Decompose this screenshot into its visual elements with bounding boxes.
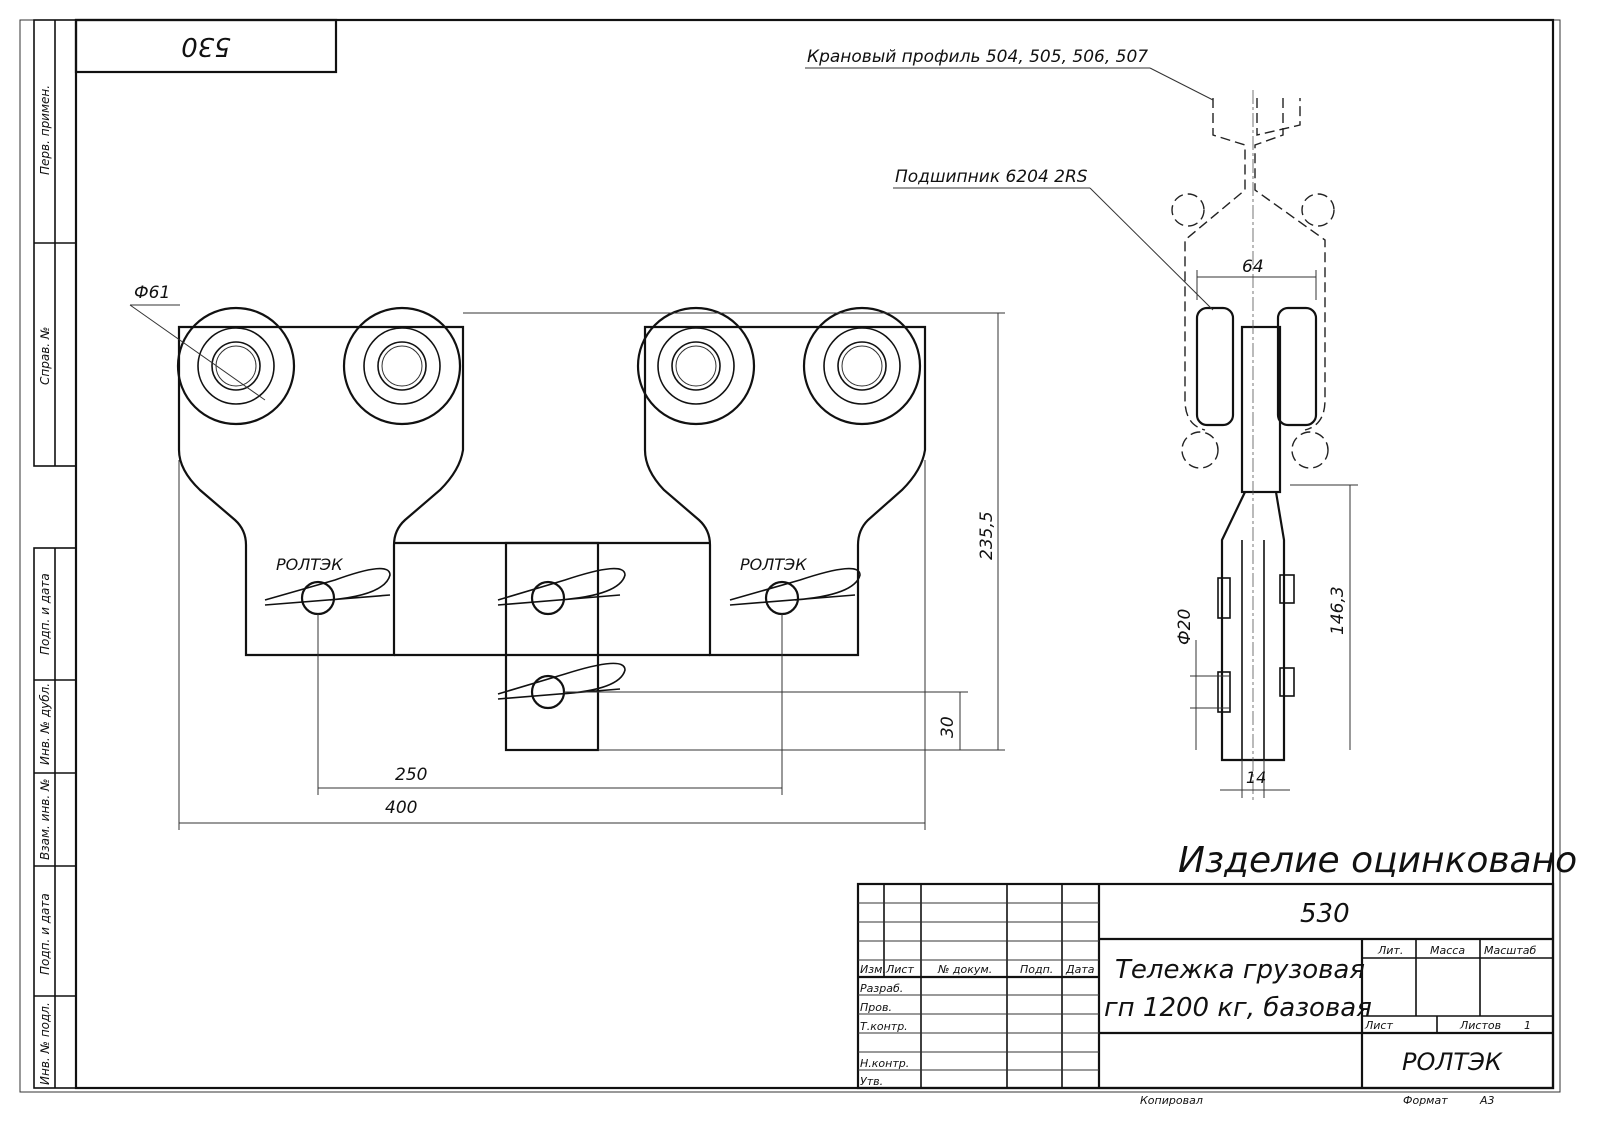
format-value: А3 bbox=[1479, 1094, 1495, 1107]
sheets-value: 1 bbox=[1524, 1019, 1531, 1032]
dim-pin-diameter: Ф20 bbox=[1175, 609, 1195, 645]
inverted-number-box bbox=[74, 18, 338, 74]
brand-mark: РОЛТЭК bbox=[276, 555, 343, 574]
col-header: Дата bbox=[1065, 963, 1095, 976]
side-label: Справ. № bbox=[38, 327, 52, 385]
callout-crane-profile: Крановый профиль 504, 505, 506, 507 bbox=[807, 47, 1148, 67]
wheel bbox=[342, 306, 462, 426]
title-line-1: Тележка грузовая bbox=[1115, 955, 1365, 985]
side-strip: Перв. примен. Справ. № Подп. и дата Инв.… bbox=[33, 19, 77, 1089]
side-view: 64 146,3 Ф20 14 Крановый профиль 504, 50… bbox=[805, 47, 1358, 800]
inverted-drawing-number: 530 bbox=[181, 31, 231, 61]
title-line-2: гп 1200 кг, базовая bbox=[1104, 993, 1372, 1023]
lit-label: Лит. bbox=[1377, 944, 1403, 957]
role-label: Разраб. bbox=[860, 982, 903, 995]
side-label: Инв. № дубл. bbox=[38, 683, 52, 765]
dim-pin-spacing: 250 bbox=[395, 765, 427, 785]
side-label: Подп. и дата bbox=[38, 893, 52, 975]
pin bbox=[497, 662, 626, 710]
role-label: Т.контр. bbox=[860, 1020, 908, 1033]
pin bbox=[729, 567, 861, 616]
wheel bbox=[636, 306, 756, 426]
dim-wheel-diameter: Ф61 bbox=[134, 283, 170, 303]
role-label: Утв. bbox=[860, 1075, 883, 1088]
wheel bbox=[802, 306, 922, 426]
sheet-label: Лист bbox=[1364, 1019, 1393, 1032]
copied-label: Копировал bbox=[1140, 1094, 1203, 1107]
role-label: Пров. bbox=[860, 1001, 892, 1014]
company-name: РОЛТЭК bbox=[1402, 1048, 1503, 1076]
callout-bearing: Подшипник 6204 2RS bbox=[895, 167, 1088, 187]
mass-label: Масса bbox=[1430, 944, 1465, 957]
title-block: 530 Тележка грузовая гп 1200 кг, базовая… bbox=[856, 882, 1555, 1090]
dim-wheel-track: 64 bbox=[1242, 257, 1264, 277]
dim-fork-height: 146,3 bbox=[1328, 586, 1348, 635]
title-drawing-number: 530 bbox=[1300, 899, 1350, 929]
scale-label: Масштаб bbox=[1484, 944, 1536, 957]
brand-mark: РОЛТЭК bbox=[740, 555, 807, 574]
col-header: Лист bbox=[885, 963, 914, 976]
wheel bbox=[176, 306, 296, 426]
surface-note: Изделие оцинковано bbox=[1178, 840, 1577, 881]
format-label: Формат bbox=[1403, 1094, 1448, 1107]
side-label: Подп. и дата bbox=[38, 573, 52, 655]
sheets-label: Листов bbox=[1459, 1019, 1501, 1032]
pin bbox=[497, 567, 626, 616]
pin bbox=[264, 567, 391, 616]
side-label: Перв. примен. bbox=[38, 85, 52, 175]
dim-plate-thickness: 14 bbox=[1246, 768, 1266, 787]
dim-overall-length: 400 bbox=[385, 798, 417, 818]
role-label: Н.контр. bbox=[860, 1057, 909, 1070]
dim-pin-offset: 30 bbox=[938, 716, 958, 738]
dim-total-height: 235,5 bbox=[977, 511, 997, 560]
side-label: Инв. № подл. bbox=[38, 1002, 52, 1085]
side-label: Взам. инв. № bbox=[38, 779, 52, 860]
col-header: Подп. bbox=[1020, 963, 1053, 976]
col-header: Изм. bbox=[860, 963, 886, 976]
front-view: РОЛТЭК РОЛТЭК Ф61 235,5 30 250 400 bbox=[129, 283, 1005, 830]
col-header: № докум. bbox=[937, 963, 992, 976]
